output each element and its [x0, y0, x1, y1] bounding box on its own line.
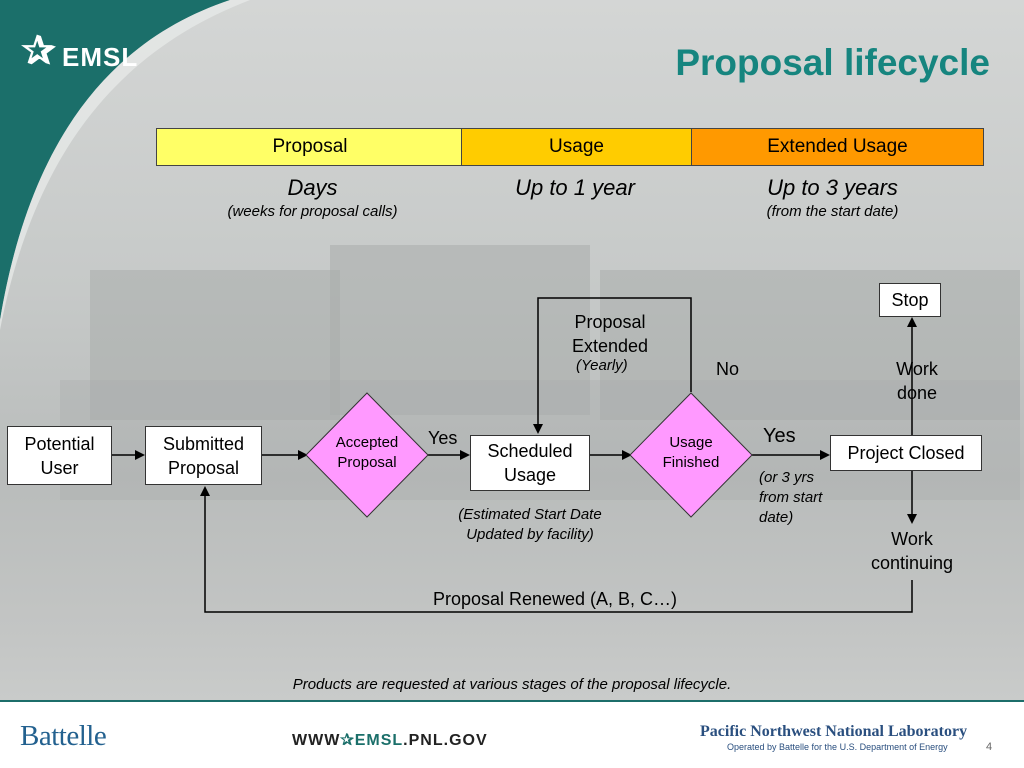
- duration-sub: (weeks for proposal calls): [227, 203, 398, 220]
- phase-label: Extended Usage: [767, 136, 908, 157]
- box-label: Stop: [891, 290, 929, 310]
- box-label: Submitted Proposal: [162, 433, 245, 478]
- battelle-logo: Battelle: [20, 720, 107, 752]
- duration-main: Up to 3 years: [767, 175, 898, 200]
- page-number: 4: [986, 741, 993, 753]
- diamond-accepted-label: Accepted Proposal: [335, 434, 399, 471]
- label-yes-finished: Yes: [763, 425, 796, 447]
- logo-text: EMSL: [62, 42, 139, 72]
- label-proposal-renewed: Proposal Renewed (A, B, C…): [432, 589, 678, 609]
- web-suffix: .PNL.GOV: [403, 732, 488, 749]
- background-building: [90, 270, 340, 420]
- star-person-icon: ✰: [340, 732, 355, 749]
- duration-main: Days: [287, 175, 338, 200]
- box-scheduled-usage: Scheduled Usage: [470, 435, 590, 491]
- web-prefix: WWW: [292, 732, 341, 749]
- label-no: No: [716, 359, 740, 379]
- phase-label: Usage: [549, 136, 604, 157]
- phase-extended-usage: Extended Usage: [691, 128, 984, 166]
- duration-main: Up to 1 year: [515, 175, 635, 200]
- label-proposal-extended: Proposal Extended: [571, 312, 649, 356]
- box-label: Scheduled Usage: [487, 441, 573, 485]
- pnnl-subtitle: Operated by Battelle for the U.S. Depart…: [727, 742, 948, 752]
- pnnl-logo: Pacific Northwest National Laboratory: [700, 723, 968, 740]
- duration-proposal: Days (weeks for proposal calls): [170, 175, 455, 220]
- box-project-closed: Project Closed: [830, 435, 982, 471]
- box-potential-user: Potential User: [7, 426, 112, 485]
- phase-usage: Usage: [461, 128, 692, 166]
- label-estimated-start: (Estimated Start Date Updated by facilit…: [458, 506, 602, 543]
- diamond-finished: [629, 392, 753, 518]
- phase-proposal: Proposal: [156, 128, 464, 166]
- duration-extended: Up to 3 years (from the start date): [700, 175, 965, 220]
- duration-usage: Up to 1 year: [470, 175, 680, 201]
- arrow-extension-loop: [533, 297, 692, 434]
- label-or-3yrs: (or 3 yrs from start date): [759, 469, 823, 526]
- footnote: Products are requested at various stages…: [292, 676, 732, 693]
- website-link[interactable]: WWW✰EMSL.PNL.GOV: [292, 730, 488, 750]
- duration-sub: (from the start date): [766, 203, 899, 220]
- person-star-icon: ✰: [22, 29, 57, 73]
- box-stop: Stop: [879, 283, 941, 317]
- label-work-continuing: Work continuing: [870, 529, 954, 573]
- label-yearly: (Yearly): [576, 357, 628, 374]
- diamond-finished-label: Usage Finished: [662, 434, 720, 471]
- box-label: Potential User: [24, 433, 95, 478]
- box-label: Project Closed: [847, 443, 965, 463]
- background-building: [330, 245, 590, 415]
- box-submitted-proposal: Submitted Proposal: [145, 426, 262, 485]
- label-yes-accepted: Yes: [428, 428, 458, 448]
- background-building: [600, 270, 1020, 420]
- phase-label: Proposal: [272, 136, 348, 157]
- web-emsl: EMSL: [354, 732, 404, 749]
- page-title: Proposal lifecycle: [675, 42, 990, 83]
- header-swoosh: [0, 0, 250, 330]
- diamond-accepted: [305, 392, 429, 518]
- label-work-done: Work done: [896, 359, 938, 403]
- arrow-renewal-loop: [200, 486, 913, 613]
- footer: [0, 702, 1024, 768]
